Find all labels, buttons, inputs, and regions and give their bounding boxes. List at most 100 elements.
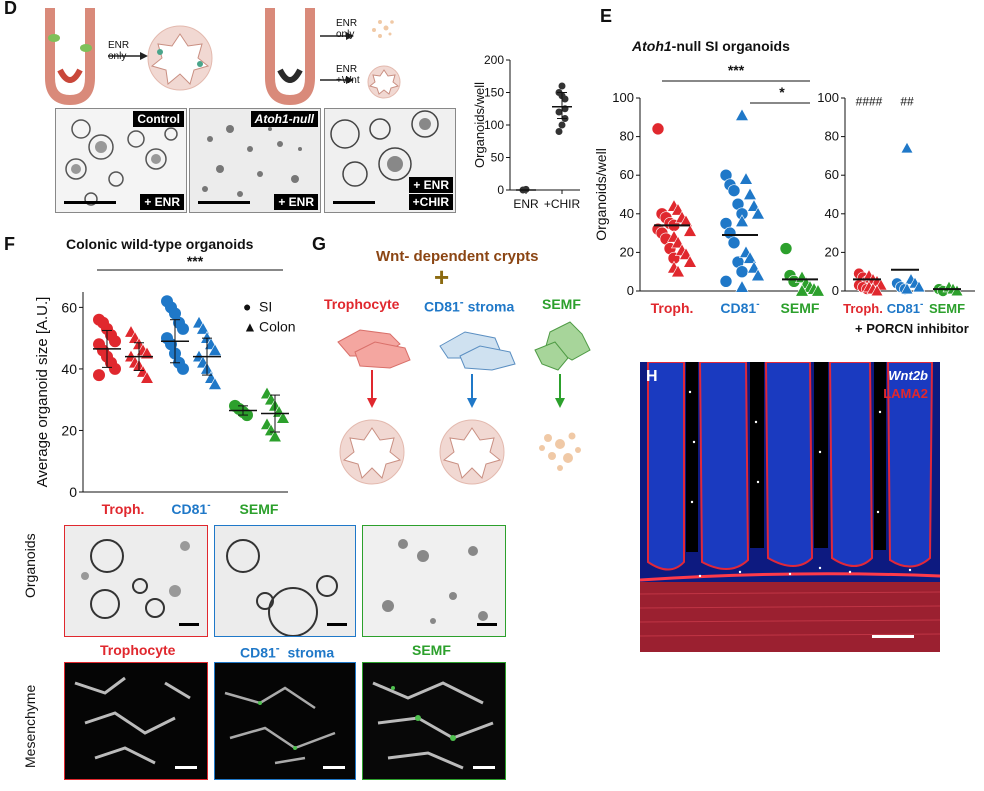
y-tick-label: 60: [620, 167, 634, 182]
data-point-circle: [177, 362, 189, 375]
arrow-label-line: only: [336, 29, 355, 40]
micrograph-panel-h: H Wnt2b LAMA2: [640, 362, 940, 652]
data-point-triangle: [912, 280, 926, 293]
panel-f-title: Colonic wild-type organoids: [66, 236, 254, 252]
data-point-triangle: [682, 254, 698, 268]
cell-label-cd81-stroma: CD81- stroma: [424, 296, 514, 315]
group-label: SEMF: [781, 300, 820, 316]
x-tick-label: ENR: [513, 197, 539, 211]
x-tick-label: +CHIR: [544, 197, 581, 211]
y-tick-label: 40: [825, 206, 839, 221]
data-point-circle: [719, 275, 733, 288]
data-point: [555, 128, 563, 135]
arrow-label-enr-wnt: ENR +Wnt: [336, 64, 360, 86]
data-point-triangle: [734, 280, 750, 293]
arrow-label-line: +Wnt: [336, 75, 360, 86]
data-point-circle: [727, 184, 741, 197]
sig-label: ***: [187, 253, 204, 269]
arrow-label-enr-only-2: ENR only: [336, 18, 357, 40]
data-point-triangle: [678, 214, 694, 228]
cd81-text: CD81: [424, 298, 460, 315]
data-point-triangle: [742, 187, 758, 200]
y-tick-label: 100: [817, 90, 839, 105]
data-point: [558, 82, 566, 90]
scale-bar: [473, 766, 495, 769]
group-label: CD81-: [720, 299, 759, 316]
legend-label: Colon: [259, 318, 296, 334]
micrograph-organoids-cd81: [214, 525, 356, 637]
data-point-triangle: [950, 284, 964, 297]
legend-label: SI: [259, 298, 272, 314]
sig-label-sub: *: [779, 84, 785, 100]
scale-bar: [327, 623, 347, 626]
group-label: CD81-: [887, 299, 924, 316]
legend-symbol: ▲: [243, 318, 257, 334]
data-point-circle: [651, 122, 665, 136]
group-label: CD81-: [171, 500, 210, 517]
data-point-triangle: [750, 206, 766, 220]
group-label: Troph.: [102, 501, 145, 517]
data-point-triangle: [900, 141, 914, 154]
chart-e: 020406080100Organoids/well****Troph.CD81…: [593, 62, 975, 336]
sig-hash-cd81: ##: [900, 95, 914, 109]
y-tick-label: 50: [491, 151, 505, 165]
y-tick-label: 200: [484, 53, 504, 67]
data-point-circle: [109, 335, 121, 348]
data-point-triangle: [195, 321, 211, 335]
micrograph-mesenchyme-semf: [362, 662, 506, 780]
panel-g-title: Wnt- dependent crypts: [376, 248, 539, 265]
scale-bar: [323, 766, 345, 769]
data-point-triangle: [275, 411, 291, 424]
stroma-text: stroma: [467, 298, 515, 315]
panel-letter-f: F: [4, 234, 15, 254]
y-axis-label: Organoids/well: [472, 82, 487, 168]
data-point-triangle: [139, 371, 155, 384]
data-point-circle: [177, 322, 189, 335]
y-tick-label: 40: [61, 361, 77, 377]
cell-label-semf: SEMF: [542, 296, 581, 312]
data-point: [555, 108, 563, 116]
sig-label-main: ***: [728, 62, 745, 78]
y-tick-label: 80: [620, 129, 634, 144]
micrograph-control: Control + ENR: [55, 108, 187, 213]
cd81-text: CD81: [240, 644, 276, 661]
panel-e-title: Atoh1-null SI organoids: [632, 38, 790, 54]
data-point-triangle: [900, 282, 914, 295]
y-tick-label: 60: [825, 167, 839, 182]
group-label: SEMF: [929, 301, 965, 316]
data-point-triangle: [734, 214, 750, 228]
inhibitor-label: + PORCN inhibitor: [855, 321, 969, 336]
data-point-triangle: [670, 264, 686, 278]
superscript: -: [756, 299, 759, 310]
arrow-label-line: ENR: [336, 64, 358, 75]
data-point-circle: [727, 236, 741, 250]
data-point-triangle: [742, 251, 758, 264]
y-tick-label: 80: [825, 129, 839, 144]
micrograph-organoids-semf: [362, 525, 506, 637]
y-tick-label: 100: [484, 118, 504, 132]
panel-letter-h: H: [646, 368, 658, 385]
legend-symbol: ●: [243, 298, 251, 314]
y-tick-label: 20: [620, 244, 634, 259]
data-point-triangle: [750, 268, 766, 282]
data-point-circle: [169, 307, 181, 320]
scale-bar: [64, 201, 116, 204]
data-point-circle: [735, 265, 749, 278]
micrograph-tag-chir: +CHIR: [408, 194, 453, 210]
scale-bar: [333, 201, 375, 204]
y-tick-label: 20: [825, 244, 839, 259]
micrograph-atoh1-chir: + ENR +CHIR: [324, 108, 456, 213]
legend-wnt2b: Wnt2b: [888, 368, 928, 383]
sig-hash-troph: ####: [856, 95, 883, 109]
y-tick-label: 40: [620, 206, 634, 221]
arrow-label-line: ENR: [108, 40, 130, 51]
data-point: [558, 121, 566, 129]
data-point-triangle: [267, 429, 283, 443]
crypt-schematic-2: [265, 8, 315, 106]
micrograph-organoids-trophocyte: [64, 525, 208, 637]
data-point-triangle: [870, 284, 884, 297]
micrograph-mesenchyme-cd81: [214, 662, 356, 780]
arrow-label-line: ENR: [336, 18, 358, 29]
